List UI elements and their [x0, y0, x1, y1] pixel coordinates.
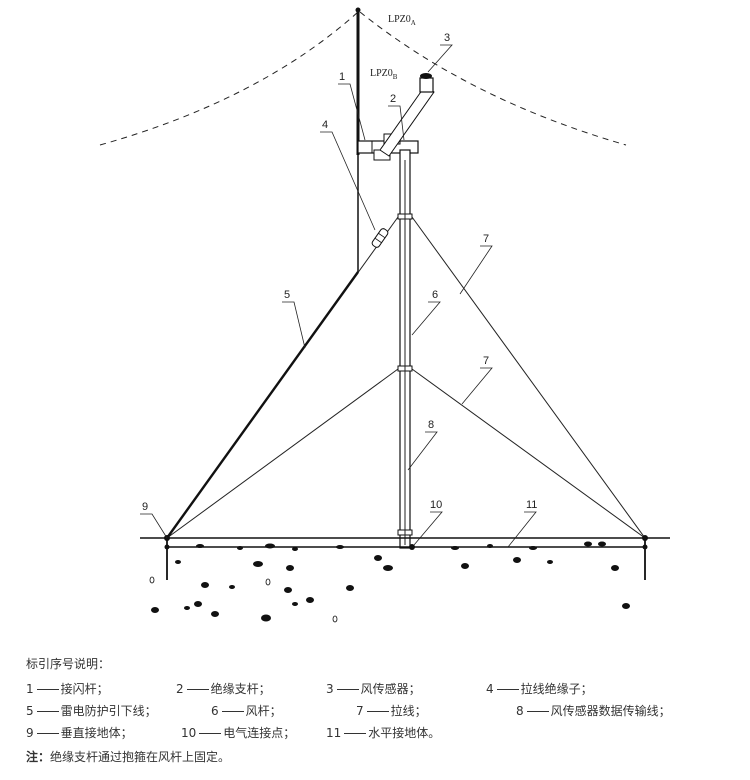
- support-brace: [379, 85, 435, 157]
- callout-2: 2: [390, 93, 396, 105]
- callout-4: 4: [322, 119, 328, 131]
- callout-6: 6: [432, 289, 438, 301]
- electrical-connection-point: [409, 544, 415, 550]
- callout-8: 8: [428, 419, 434, 431]
- protection-zone-arc-left: [99, 11, 359, 146]
- anchor-point-right: [642, 535, 648, 541]
- callout-1: 1: [339, 71, 345, 83]
- air-terminal-tip: [355, 7, 361, 13]
- callout-7a: 7: [483, 233, 489, 245]
- legend-note: 注：绝缘支杆通过抱箍在风杆上固定。: [26, 748, 736, 765]
- callout-7b: 7: [483, 355, 489, 367]
- callout-3: 3: [444, 32, 450, 44]
- guy-wire-upper-right: [411, 216, 646, 539]
- callout-9: 9: [142, 501, 148, 513]
- zone-label-b: LPZ0B: [370, 68, 398, 81]
- callout-5: 5: [284, 289, 290, 301]
- legend-note-text: 绝缘支杆通过抱箍在风杆上固定。: [50, 750, 231, 764]
- ground-junction-left: [164, 544, 170, 550]
- callout-11: 11: [526, 499, 537, 511]
- protection-zone-arc-right: [359, 11, 627, 146]
- guy-wire-lower-left: [166, 368, 399, 539]
- wind-sensor-cap: [420, 73, 432, 79]
- callout-leaders: [140, 44, 537, 548]
- ground-junction-right: [642, 544, 648, 550]
- soil-pebbles: [149, 576, 338, 623]
- wind-mast-lightning-protection-diagram: LPZ0A LPZ0B: [99, 7, 670, 623]
- guy-wire-lower-right: [411, 368, 646, 539]
- zone-label-a: LPZ0A: [388, 14, 416, 27]
- down-conductor: [166, 271, 359, 539]
- soil-texture: [151, 541, 630, 622]
- callout-10: 10: [430, 499, 442, 511]
- legend-note-label: 注：: [26, 750, 51, 764]
- legend-title: 标引序号说明：: [26, 657, 111, 671]
- wind-sensor: [419, 77, 434, 93]
- guy-wire-insulator: [371, 228, 389, 248]
